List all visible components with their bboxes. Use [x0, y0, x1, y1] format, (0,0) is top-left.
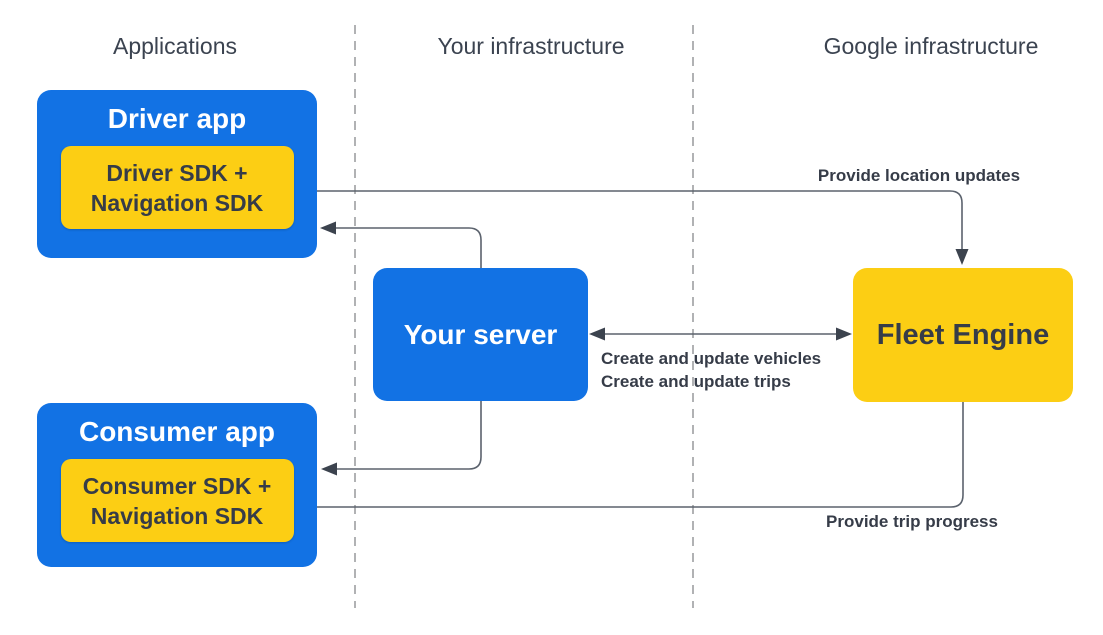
column-header-applications: Applications [112, 33, 238, 59]
edge-create-and-update [589, 327, 852, 341]
consumer-sdk-label-line2: Navigation SDK [90, 502, 264, 529]
driver-sdk-label-line2: Navigation SDK [90, 189, 264, 216]
edge-provide-trip-progress [295, 402, 964, 514]
edge-label-create-vehicles: Create and update vehicles [601, 349, 822, 368]
fleet-engine-title: Fleet Engine [876, 318, 1050, 351]
driver-sdk-node: Driver SDK + Navigation SDK [60, 146, 294, 229]
edge-provide-location-updates [293, 190, 969, 265]
driver-app-node: Driver app Driver SDK + Navigation SDK [37, 90, 317, 258]
edge-label-provide-location-updates: Provide location updates [817, 166, 1021, 185]
edge-server-to-consumer-app [321, 401, 482, 476]
driver-app-title: Driver app [107, 103, 247, 134]
your-server-title: Your server [403, 318, 558, 350]
edge-label-create-and-update: Create and update vehicles Create and up… [601, 347, 821, 393]
consumer-sdk-node: Consumer SDK + Navigation SDK [60, 459, 294, 542]
consumer-app-node: Consumer app Consumer SDK + Navigation S… [37, 403, 317, 567]
consumer-app-title: Consumer app [78, 416, 276, 447]
column-header-google-infrastructure: Google infrastructure [823, 33, 1039, 59]
driver-sdk-label-line1: Driver SDK + [106, 159, 248, 186]
edge-server-to-driver-app [320, 221, 482, 268]
column-header-your-infrastructure: Your infrastructure [437, 33, 625, 59]
edge-label-provide-trip-progress: Provide trip progress [826, 512, 998, 531]
your-server-node: Your server [373, 268, 588, 401]
fleet-engine-node: Fleet Engine [853, 268, 1073, 402]
consumer-sdk-label-line1: Consumer SDK + [82, 472, 272, 499]
edge-label-create-trips: Create and update trips [601, 372, 791, 391]
